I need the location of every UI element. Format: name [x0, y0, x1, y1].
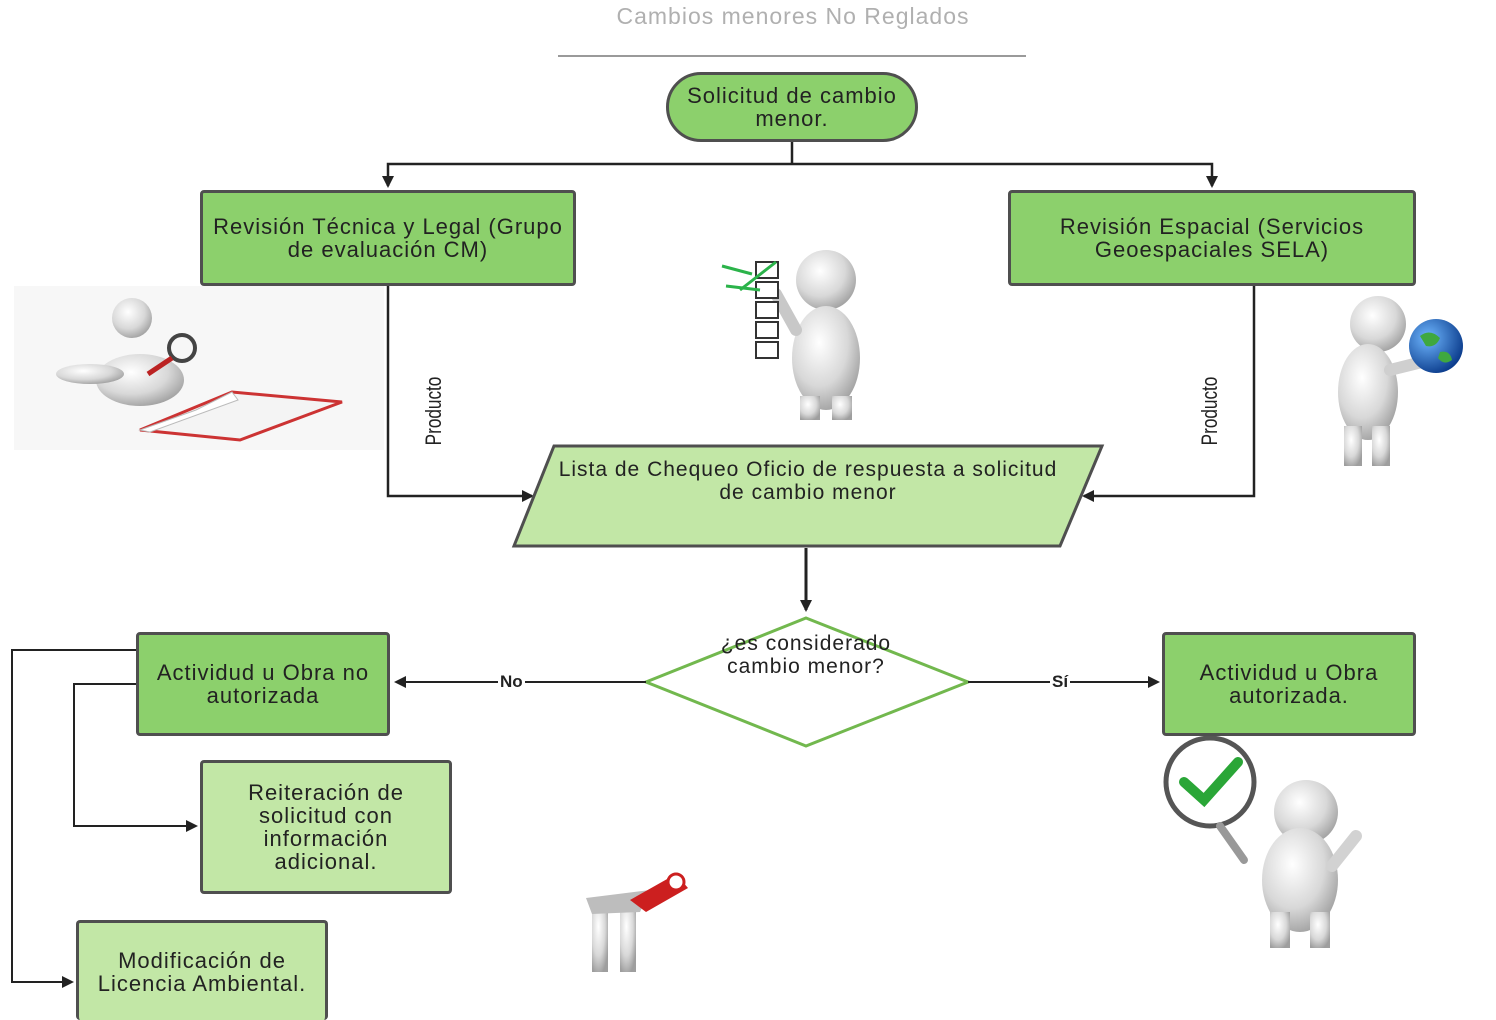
- tech-review-node: Revisión Técnica y Legal (Grupo de evalu…: [200, 190, 576, 286]
- reiteration-node: Reiteración de solicitud con información…: [200, 760, 452, 894]
- edge-to-reiteration: [73, 683, 198, 832]
- reiteration-label: Reiteración de solicitud con información…: [248, 780, 404, 874]
- edge-spatial-checklist: [1082, 286, 1256, 502]
- no-edge-label: No: [498, 672, 525, 692]
- figure-reading-illustration: [14, 286, 384, 450]
- diagram-title: Cambios menores No Reglados: [616, 3, 970, 29]
- edge-to-modification: [11, 649, 136, 988]
- edge-split-right: [792, 162, 1218, 188]
- not-authorized-node: Actividud u Obra no autorizada: [136, 632, 390, 736]
- decision-label: ¿es considerado cambio menor?: [720, 632, 892, 678]
- spatial-review-label: Revisión Espacial (Servicios Geoespacial…: [1059, 214, 1365, 262]
- figure-red-arrow-illustration: [586, 872, 688, 972]
- checklist-label: Lista de Chequeo Oficio de respuesta a s…: [558, 458, 1058, 504]
- figure-globe-illustration: [1338, 296, 1463, 466]
- figure-approval-illustration: [1163, 735, 1362, 948]
- tech-review-label: Revisión Técnica y Legal (Grupo de evalu…: [213, 214, 563, 262]
- yes-edge-label: Sí: [1050, 672, 1071, 692]
- left-product-label: Producto: [421, 376, 446, 446]
- right-product-label: Producto: [1197, 376, 1222, 446]
- authorized-label: Actividud u Obra autorizada.: [1199, 660, 1379, 708]
- checklist-shape: [511, 444, 1105, 548]
- figure-checklist-illustration: [721, 250, 860, 420]
- authorized-node: Actividud u Obra autorizada.: [1162, 632, 1416, 736]
- decision-diamond: [641, 616, 973, 748]
- modification-node: Modificación de Licencia Ambiental.: [76, 920, 328, 1020]
- spatial-review-node: Revisión Espacial (Servicios Geoespacial…: [1008, 190, 1416, 286]
- start-node-label: Solicitud de cambio menor.: [687, 83, 897, 131]
- start-node: Solicitud de cambio menor.: [666, 72, 918, 142]
- modification-label: Modificación de Licencia Ambiental.: [97, 947, 307, 996]
- edge-tech-checklist: [386, 286, 534, 502]
- title-underline: [558, 55, 1026, 57]
- not-authorized-label: Actividud u Obra no autorizada: [156, 660, 370, 708]
- edge-split-left: [382, 162, 792, 188]
